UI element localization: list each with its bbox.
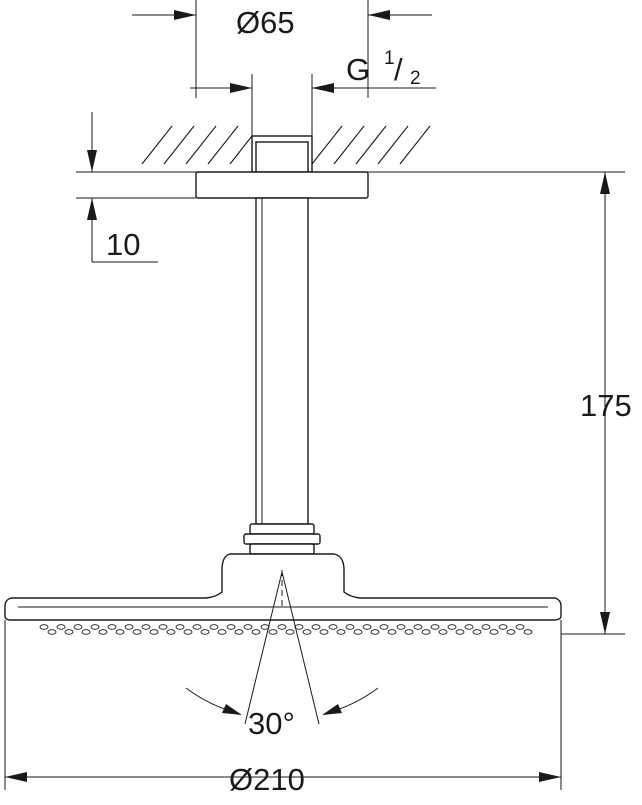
spray-nozzle [175,624,185,630]
spray-nozzle [430,624,440,630]
dimension-thread: G 1 / 2 [190,48,436,136]
spray-nozzle [217,629,227,635]
spray-nozzle [370,629,380,635]
spray-nozzle [115,629,125,635]
pipe-connector [251,135,313,173]
spray-nozzle [438,629,448,635]
spray-nozzle [183,629,193,635]
spray-nozzle [421,629,431,635]
thread-numerator-label: 1 [384,48,395,69]
spray-nozzle [141,624,151,630]
spray-nozzle [47,629,57,635]
spray-nozzle [319,629,329,635]
spray-nozzle [515,624,525,630]
spray-nozzle [81,629,91,635]
spray-nozzle [455,629,465,635]
spray-nozzle [498,624,508,630]
spray-nozzle [489,629,499,635]
spray-nozzle [98,629,108,635]
spray-nozzle [311,624,321,630]
svg-text:/: / [394,52,403,87]
shower-arm [255,197,309,525]
spray-nozzle [481,624,491,630]
spray-nozzle [277,624,287,630]
spray-nozzle [362,624,372,630]
spray-nozzle [124,624,134,630]
spray-nozzle [226,624,236,630]
spray-nozzle [234,629,244,635]
flange-height-label: 10 [106,227,140,262]
spray-nozzle [268,629,278,635]
spray-angle-label: 30° [248,706,295,741]
dimension-flange-height: 10 [76,112,196,263]
spray-nozzle [243,624,253,630]
spray-nozzle [523,629,533,635]
ceiling-flange [195,171,369,199]
spray-nozzle [39,624,49,630]
head-diameter-label: Ø210 [229,762,305,797]
spray-nozzle [396,624,406,630]
joint-nut [243,523,321,555]
shower-head [4,553,562,635]
spray-nozzles [39,624,533,635]
spray-nozzle [302,629,312,635]
spray-nozzle [379,624,389,630]
spray-nozzle [166,629,176,635]
thread-prefix-label: G [346,52,370,87]
spray-nozzle [404,629,414,635]
spray-nozzle [56,624,66,630]
spray-nozzle [64,629,74,635]
spray-nozzle [447,624,457,630]
spray-nozzle [413,624,423,630]
dimension-head-diameter: Ø210 [4,620,562,797]
spray-nozzle [353,629,363,635]
spray-nozzle [200,629,210,635]
dimension-flange-diameter: Ø65 [132,0,432,98]
spray-nozzle [251,629,261,635]
spray-nozzle [158,624,168,630]
spray-nozzle [464,624,474,630]
dimension-total-height: 175 [368,171,632,635]
flange-diameter-label: Ø65 [236,5,295,40]
spray-nozzle [285,629,295,635]
spray-nozzle [345,624,355,630]
spray-nozzle [336,629,346,635]
spray-nozzle [149,629,159,635]
spray-nozzle [73,624,83,630]
spray-nozzle [328,624,338,630]
dimension-spray-angle: 30° [185,570,379,741]
spray-nozzle [506,629,516,635]
spray-nozzle [387,629,397,635]
spray-nozzle [192,624,202,630]
spray-nozzle [209,624,219,630]
thread-denominator-label: 2 [410,68,421,89]
total-height-label: 175 [580,388,632,423]
spray-nozzle [472,629,482,635]
spray-nozzle [90,624,100,630]
spray-nozzle [132,629,142,635]
spray-nozzle [107,624,117,630]
